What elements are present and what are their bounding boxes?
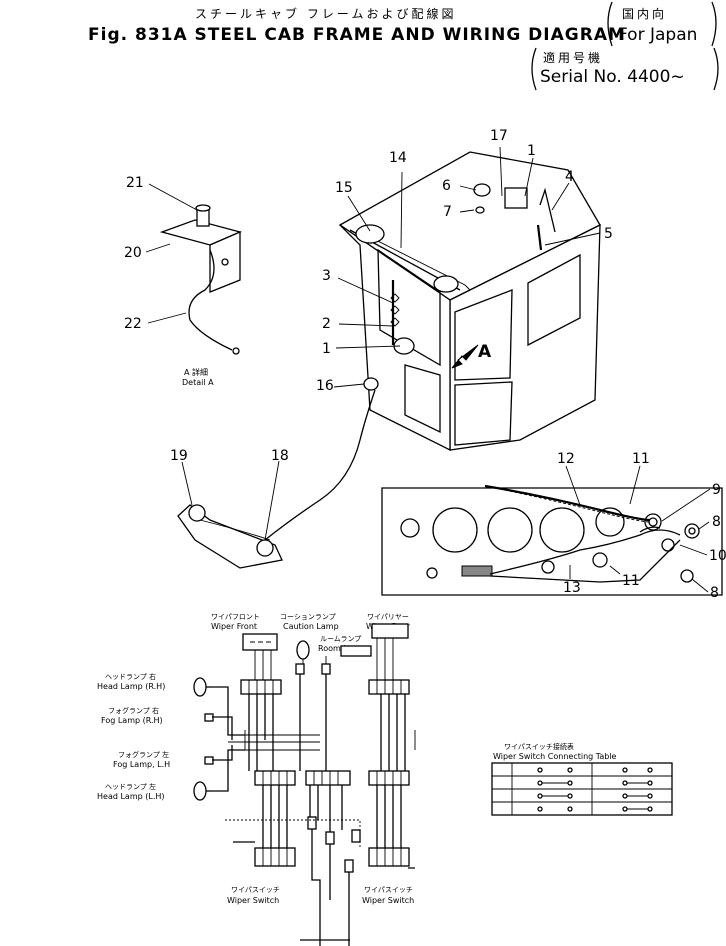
- callout-15: 15: [335, 180, 353, 196]
- callout-1-top: 1: [527, 143, 536, 159]
- callout-leaders: [145, 146, 711, 593]
- wiper-rear-jp: ワイパリヤー: [367, 613, 409, 621]
- fog-lamp-lh-label: Fog Lamp, L.H: [113, 760, 170, 769]
- callout-1-side: 1: [322, 341, 331, 357]
- callout-20: 20: [124, 245, 142, 261]
- detail-a-bracket: [159, 204, 242, 355]
- head-lamp-rh-label: Head Lamp (R.H): [97, 682, 165, 691]
- caution-lamp-label: Caution Lamp: [283, 622, 339, 631]
- callout-16: 16: [316, 378, 334, 394]
- serial-bracket-right: [713, 47, 719, 91]
- wiper-front-jp: ワイパフロント: [211, 613, 260, 621]
- fog-lamp-lh-jp: フォグランプ 左: [118, 750, 169, 759]
- callout-8-bottom: 8: [710, 585, 719, 601]
- wiper-switch-right-jp: ワイパスイッチ: [364, 886, 413, 894]
- callout-19: 19: [170, 448, 188, 464]
- callout-13: 13: [563, 580, 581, 596]
- head-lamp-lh-label: Head Lamp (L.H): [97, 792, 165, 801]
- caution-lamp-jp: コーションランプ: [280, 613, 336, 621]
- region-label: For Japan: [618, 25, 697, 45]
- callout-7: 7: [443, 204, 452, 220]
- view-arrow-label: A: [478, 342, 492, 362]
- dash-panel: [381, 484, 723, 596]
- callout-14: 14: [389, 150, 407, 166]
- callout-17: 17: [490, 128, 508, 144]
- title-japanese: スチールキャブ フレームおよび配線図: [195, 6, 456, 21]
- mounting-lamp: [177, 504, 283, 569]
- region-bracket-right: [711, 1, 717, 47]
- callout-12: 12: [557, 451, 575, 467]
- serial-bracket-left: [531, 47, 537, 91]
- wiper-switch-left-jp: ワイパスイッチ: [231, 886, 280, 894]
- room-lamp-jp: ルームランプ: [320, 635, 361, 643]
- wiper-switch-right-label: Wiper Switch: [362, 896, 414, 905]
- callout-22: 22: [124, 316, 142, 332]
- detail-a-japanese: A 詳細: [184, 367, 208, 377]
- callout-10: 10: [709, 548, 726, 564]
- schematic-wires: [212, 638, 416, 946]
- callout-5: 5: [604, 226, 613, 242]
- fog-lamp-rh-jp: フォグランプ 右: [108, 706, 159, 715]
- callout-11-bottom: 11: [622, 573, 640, 589]
- callout-8-top: 8: [712, 514, 721, 530]
- schematic-labels: ワイパフロント Wiper Front コーションランプ Caution Lam…: [97, 613, 414, 905]
- region-bracket-left: [607, 1, 613, 47]
- callout-21: 21: [126, 175, 144, 191]
- callout-2: 2: [322, 316, 331, 332]
- callout-9: 9: [712, 482, 721, 498]
- serial-number: Serial No. 4400~: [540, 67, 685, 87]
- wiper-switch-left-label: Wiper Switch: [227, 896, 279, 905]
- wiper-front-label: Wiper Front: [211, 622, 257, 631]
- serial-japanese: 適用号機: [543, 50, 603, 65]
- figure-title: Fig. 831A STEEL CAB FRAME AND WIRING DIA…: [88, 25, 626, 45]
- callout-11-top: 11: [632, 451, 650, 467]
- region-japanese: 国内向: [622, 6, 667, 21]
- head-lamp-rh-jp: ヘッドランプ 右: [105, 672, 156, 681]
- callout-4: 4: [565, 169, 574, 185]
- wiper-switch-connecting-table: ワイパスイッチ接続表 Wiper Switch Connecting Table: [491, 742, 673, 816]
- head-lamp-lh-jp: ヘッドランプ 左: [105, 782, 156, 791]
- detail-a-label: Detail A: [182, 378, 214, 387]
- callout-6: 6: [442, 178, 451, 194]
- fog-lamp-rh-label: Fog Lamp (R.H): [101, 716, 163, 725]
- connecting-table-title: Wiper Switch Connecting Table: [493, 752, 617, 761]
- cab-frame: [264, 151, 601, 541]
- schematic-components: [193, 623, 410, 873]
- callout-18: 18: [271, 448, 289, 464]
- callout-3: 3: [322, 268, 331, 284]
- connecting-table-jp: ワイパスイッチ接続表: [504, 742, 574, 751]
